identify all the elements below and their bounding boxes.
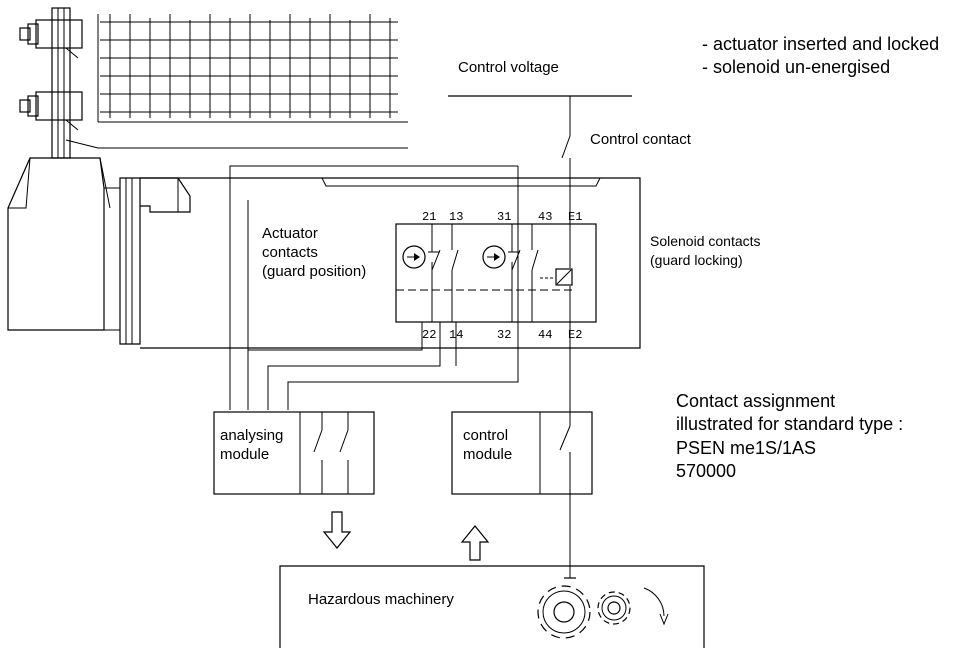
assignment-line-2: illustrated for standard type : [676, 414, 903, 434]
solenoid-coil [555, 268, 573, 286]
solenoid-contacts-label-1: Solenoid contacts [650, 233, 761, 249]
assignment-line-4: 570000 [676, 461, 736, 481]
assignment-line-3: PSEN me1S/1AS [676, 438, 816, 458]
contact-block: 21 13 31 43 E1 22 14 32 44 E2 [395, 210, 597, 342]
contact-43-44 [531, 224, 554, 322]
actuator-symbol-2 [482, 245, 506, 269]
contact-13-14 [451, 224, 459, 322]
solenoid-contacts-label-2: (guard locking) [650, 252, 743, 268]
terminal-32: 32 [497, 328, 511, 342]
terminal-E2: E2 [568, 328, 582, 342]
control-voltage-circuit [448, 95, 632, 579]
terminal-31: 31 [497, 210, 511, 224]
terminal-13: 13 [449, 210, 463, 224]
safety-switch-housing [7, 157, 641, 349]
actuator-contacts-label-2: contacts [262, 244, 318, 261]
analysing-module-box [213, 411, 375, 495]
control-contact-label: Control contact [590, 131, 692, 148]
gear-icon [537, 585, 631, 639]
input-arrow-up [460, 525, 490, 561]
control-voltage-label: Control voltage [458, 59, 559, 76]
hazardous-machinery-label: Hazardous machinery [308, 591, 454, 608]
terminal-E1: E1 [568, 210, 582, 224]
analysing-module-label-1: analysing [220, 427, 283, 444]
guard-fence [97, 14, 408, 123]
output-arrow-down [322, 511, 352, 549]
status-line-2: - solenoid un-energised [702, 57, 890, 77]
actuator-contacts-label-3: (guard position) [262, 263, 366, 280]
hazardous-machinery-box [279, 565, 705, 648]
terminal-44: 44 [538, 328, 552, 342]
control-module-box [451, 411, 593, 495]
contact-21-22 [428, 224, 441, 322]
status-line-1: - actuator inserted and locked [702, 34, 939, 54]
guard-hinge-post [19, 7, 408, 159]
assignment-line-1: Contact assignment [676, 391, 835, 411]
rotation-arrow-icon [643, 587, 669, 626]
terminal-43: 43 [538, 210, 552, 224]
signal-wiring [229, 165, 519, 410]
control-module-label-1: control [463, 427, 508, 444]
actuator-symbol-1 [402, 245, 426, 269]
terminal-21: 21 [422, 210, 436, 224]
terminal-22: 22 [422, 328, 436, 342]
control-module-label-2: module [463, 446, 512, 463]
analysing-module-label-2: module [220, 446, 269, 463]
actuator-contacts-label-1: Actuator [262, 225, 318, 242]
